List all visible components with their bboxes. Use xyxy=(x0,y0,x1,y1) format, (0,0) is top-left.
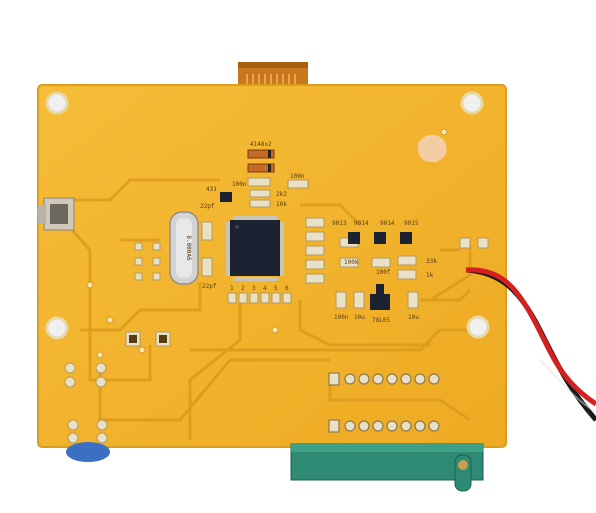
label-431: 431 xyxy=(206,186,217,193)
bottom-caps xyxy=(335,291,419,309)
label-22pf-bottom: 22pf xyxy=(202,283,217,290)
label-1k: 1k xyxy=(426,272,434,279)
pin-label-5: 5 xyxy=(274,285,278,292)
res-2k2 xyxy=(249,189,271,198)
regulator-78l05 xyxy=(370,294,390,310)
label-10u-right: 10u xyxy=(408,314,419,321)
side-switch-connector xyxy=(38,197,75,231)
wire-pads xyxy=(459,237,489,249)
label-33k: 33k xyxy=(426,258,437,265)
crystal-caps xyxy=(201,221,213,277)
label-10u: 10u xyxy=(354,314,365,321)
label-4148x2: 4148x2 xyxy=(250,141,272,148)
label-100n-bottom: 100n xyxy=(334,314,349,321)
socket-pads-top xyxy=(328,372,440,386)
socket-pads-bottom xyxy=(328,419,440,433)
cap-100n-right xyxy=(287,179,309,189)
pin-label-6: 6 xyxy=(285,285,289,292)
reference-431 xyxy=(220,192,232,202)
label-22pf-top: 22pf xyxy=(200,203,215,210)
label-78l05: 78L05 xyxy=(372,317,390,324)
label-100n-left: 100n xyxy=(232,181,247,188)
pin-header-row xyxy=(227,292,292,304)
diodes xyxy=(247,149,275,173)
pin-label-1: 1 xyxy=(230,285,234,292)
label-100n-right: 100n xyxy=(290,173,305,180)
label-9014b: 9014 xyxy=(380,220,395,227)
label-9015: 9015 xyxy=(404,220,419,227)
label-10k: 10k xyxy=(276,201,287,208)
regulator-tab xyxy=(376,284,384,294)
crystal-marking: 8.000A6 xyxy=(185,235,192,261)
blue-capacitor xyxy=(66,442,110,462)
label-100k: 100k xyxy=(344,259,359,266)
square-pads xyxy=(125,331,171,347)
pin-label-3: 3 xyxy=(252,285,256,292)
copper-traces xyxy=(60,178,472,440)
label-9014: 9014 xyxy=(354,220,369,227)
vias xyxy=(86,128,448,359)
microcontroller-chip xyxy=(226,216,284,281)
via-grid xyxy=(134,242,161,281)
cap-100n-left xyxy=(247,177,271,187)
red-black-wires xyxy=(465,267,596,422)
transistors xyxy=(348,232,412,244)
mounting-holes xyxy=(45,91,490,340)
res-10k xyxy=(249,199,271,208)
paint-mark xyxy=(418,134,447,163)
label-100f: 100f xyxy=(376,269,391,276)
solder-pads-left xyxy=(64,362,108,444)
zif-socket xyxy=(290,443,484,492)
label-2k2: 2k2 xyxy=(276,191,287,198)
label-9013: 9013 xyxy=(332,220,347,227)
pin-label-4: 4 xyxy=(263,285,267,292)
pin-label-2: 2 xyxy=(241,285,245,292)
crystal-oscillator: 8.000A6 xyxy=(169,211,199,285)
